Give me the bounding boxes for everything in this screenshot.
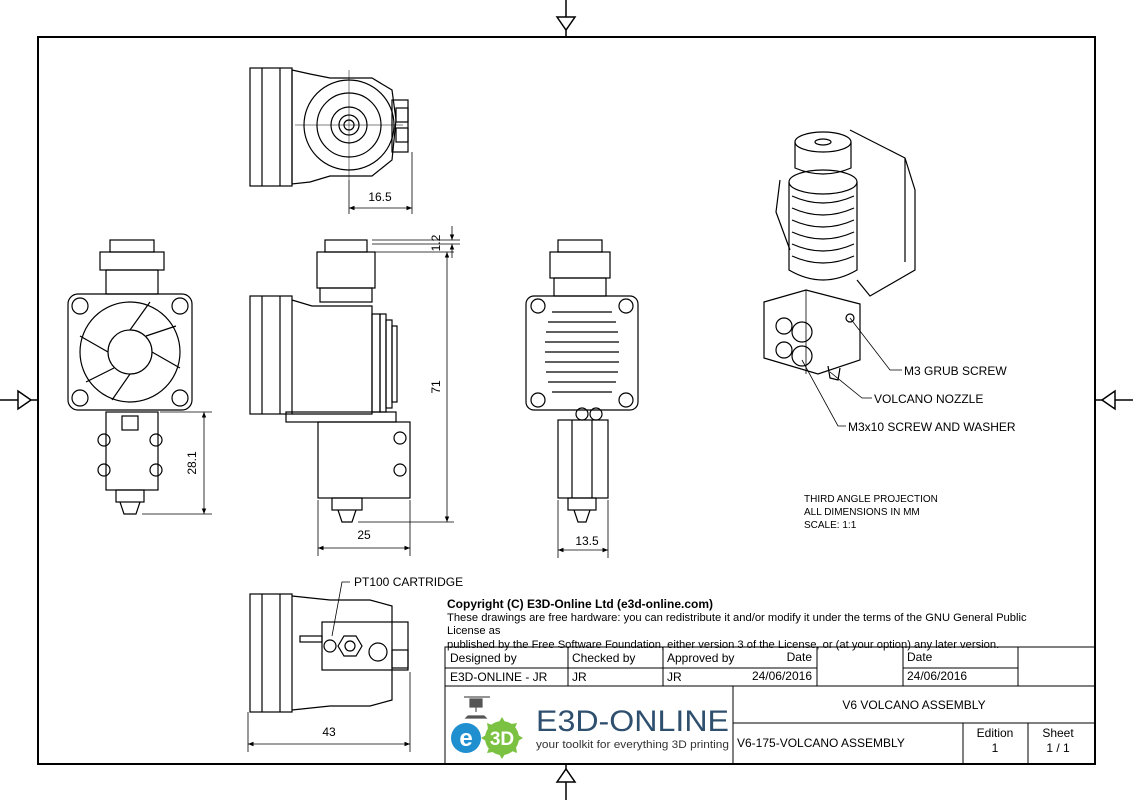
note-projection: THIRD ANGLE PROJECTION: [804, 494, 938, 505]
dim-height-total: 71: [429, 380, 443, 394]
dim-side-width: 13.5: [575, 534, 599, 548]
label-date-1: Date: [787, 650, 813, 664]
dim-top-lip: 1.2: [429, 234, 443, 251]
left-view: [67, 239, 193, 515]
bottom-view: [249, 593, 409, 713]
copyright-line-1: These drawings are free hardware: you ca…: [447, 611, 1027, 638]
label-sheet: Sheet: [1042, 726, 1074, 740]
e3d-badge-icon: e 3D: [451, 717, 523, 759]
callout-pt100: PT100 CARTRIDGE: [354, 575, 463, 589]
label-date-2: Date: [907, 650, 933, 664]
dimension-lines: [142, 152, 609, 752]
value-edition: 1: [992, 741, 999, 755]
isometric-view: [763, 129, 916, 381]
printer-icon: [464, 696, 490, 719]
company-logo: e 3D E3D-ONLINE your toolkit for everyth…: [451, 696, 729, 759]
value-designed-by: E3D-ONLINE - JR: [450, 670, 548, 684]
front-view: [249, 239, 411, 523]
label-approved-by: Approved by: [667, 651, 734, 665]
value-date-1: 24/06/2016: [752, 669, 812, 683]
note-units: ALL DIMENSIONS IN MM: [804, 507, 920, 518]
callout-volcano-nozzle: VOLCANO NOZZLE: [874, 392, 983, 406]
leader-lines: [331, 317, 902, 637]
copyright-title: Copyright (C) E3D-Online Ltd (e3d-online…: [447, 597, 713, 611]
assembly-title: V6 VOLCANO ASSEMBLY: [842, 698, 985, 712]
callout-grub-screw: M3 GRUB SCREW: [904, 364, 1007, 378]
drawing-number: V6-175-VOLCANO ASSEMBLY: [737, 736, 905, 750]
callout-screw-washer: M3x10 SCREW AND WASHER: [848, 420, 1016, 434]
value-checked-by: JR: [572, 670, 587, 684]
value-date-2: 24/06/2016: [907, 669, 967, 683]
dim-bottom-width: 43: [322, 725, 336, 739]
dim-fan-offset: 28.1: [185, 451, 199, 475]
label-checked-by: Checked by: [572, 651, 635, 665]
title-block-grid: [444, 646, 1096, 765]
logo-badge-e: e: [459, 725, 472, 752]
logo-tagline: your toolkit for everything 3D printing: [536, 739, 729, 751]
logo-badge-3d: 3D: [490, 729, 514, 750]
copyright-block: Copyright (C) E3D-Online Ltd (e3d-online…: [447, 597, 1067, 652]
dim-front-width: 25: [357, 528, 371, 542]
label-edition: Edition: [977, 726, 1014, 740]
logo-brand: E3D-ONLINE: [536, 705, 729, 738]
copyright-line-2: published by the Free Software Foundatio…: [447, 638, 1000, 651]
right-view: [525, 239, 639, 523]
value-approved-by: JR: [667, 670, 682, 684]
note-scale: SCALE: 1:1: [804, 520, 857, 531]
value-sheet: 1 / 1: [1046, 741, 1070, 755]
label-designed-by: Designed by: [450, 651, 517, 665]
top-view: [249, 67, 409, 187]
dim-top-width: 16.5: [368, 190, 392, 204]
